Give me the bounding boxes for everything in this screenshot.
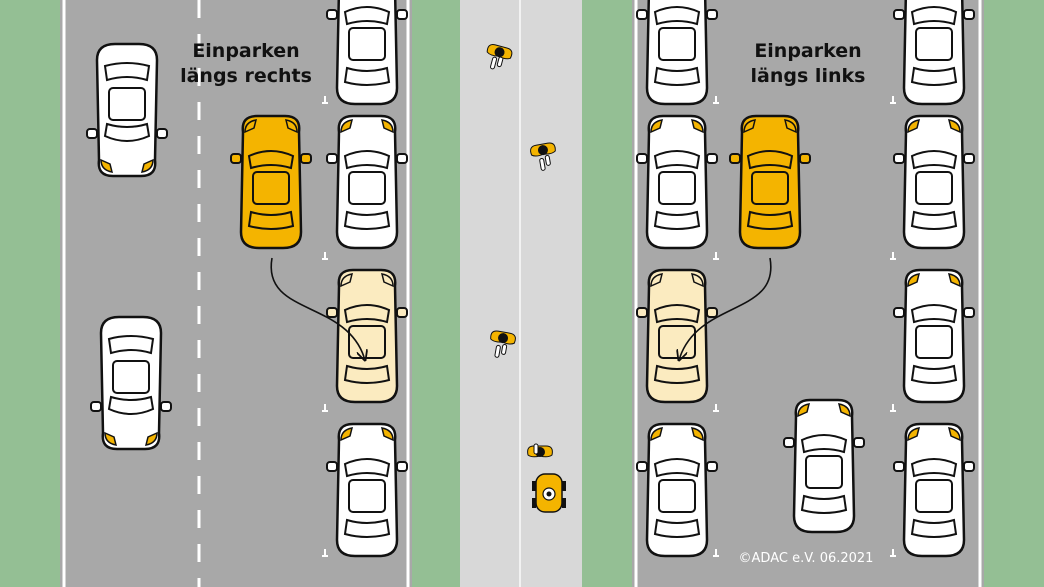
car-parked [326, 114, 408, 250]
car-parked [893, 268, 975, 404]
pedestrian-with-stroller [527, 443, 566, 513]
label-left-line2: längs rechts [180, 65, 312, 87]
car-target-position [636, 268, 718, 404]
pedestrian [486, 44, 513, 70]
car-parked [326, 0, 408, 106]
car-driving [86, 42, 168, 178]
car-parked [893, 0, 975, 106]
copyright-credit: ©ADAC e.V. 06.2021 [739, 551, 874, 566]
car-parked [893, 422, 975, 558]
label-left-line1: Einparken [192, 40, 299, 62]
car-parked [636, 422, 718, 558]
car-parked [893, 114, 975, 250]
pedestrian [490, 330, 516, 358]
car-driving [783, 398, 865, 534]
parking-arrow-left [680, 257, 772, 357]
car-parked [636, 0, 718, 106]
car-parked [636, 114, 718, 250]
pedestrian [530, 142, 556, 171]
car-parking-left [729, 114, 811, 250]
car-parked [326, 422, 408, 558]
parking-markings [322, 96, 896, 557]
label-right-line2: längs links [751, 65, 866, 87]
parking-arrow-right [270, 257, 364, 357]
car-parking-right [230, 114, 312, 250]
cars-layer [86, 0, 975, 558]
car-target-position [326, 268, 408, 404]
label-right-line1: Einparken [754, 40, 861, 62]
car-driving [90, 315, 172, 451]
